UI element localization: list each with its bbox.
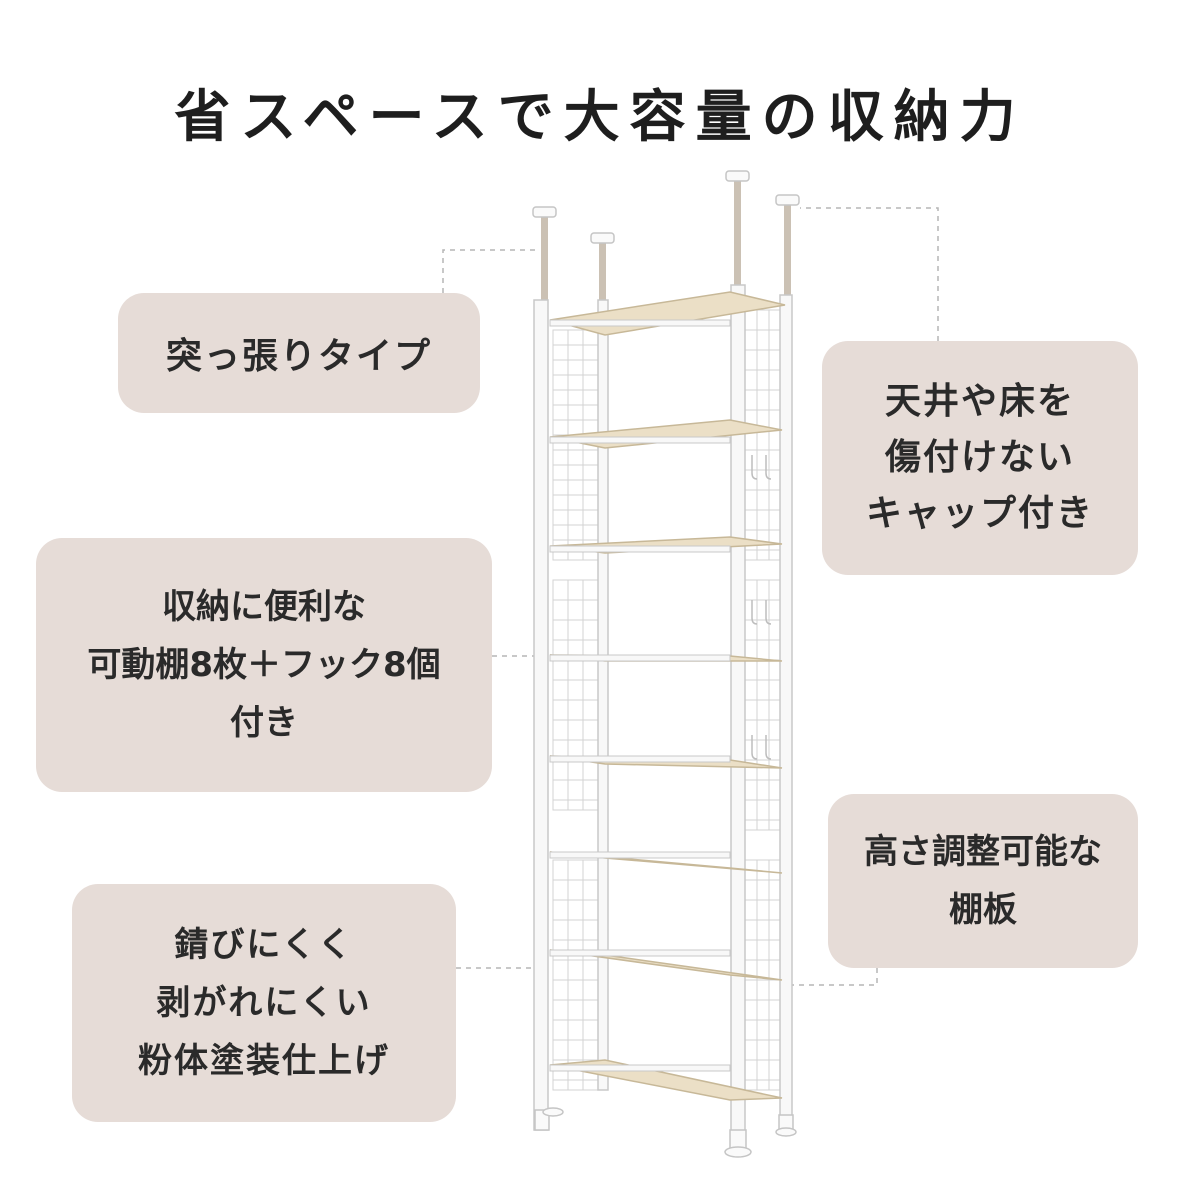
shelf-boards bbox=[549, 291, 786, 1101]
callout-adjustable-shelves: 高さ調整可能な 棚板 bbox=[828, 794, 1138, 968]
leader-adjustable bbox=[790, 968, 878, 986]
shelf-2 bbox=[549, 419, 783, 449]
callout-tension-type: 突っ張りタイプ bbox=[118, 293, 480, 413]
callout-line: 収納に便利な bbox=[162, 587, 366, 627]
frame-posts bbox=[533, 284, 793, 1136]
callout-protective-caps: 天井や床を 傷付けない キャップ付き bbox=[822, 341, 1138, 575]
leader-caps bbox=[800, 207, 939, 341]
tension-poles bbox=[541, 180, 791, 305]
pole-back-right bbox=[784, 203, 791, 295]
callout-leader-lines bbox=[442, 207, 939, 986]
ceiling-cap-icon bbox=[532, 170, 800, 244]
callout-line: 突っ張りタイプ bbox=[165, 336, 432, 377]
page-title: 省スペースで大容量の収納力 bbox=[174, 85, 1026, 150]
pole-back-left bbox=[599, 242, 606, 304]
callout-line: 棚板 bbox=[949, 890, 1017, 930]
shelf-1 bbox=[549, 291, 786, 336]
callout-line: 錆びにくく bbox=[174, 925, 354, 965]
callout-line: 剥がれにくい bbox=[156, 983, 372, 1023]
callout-line: キャップ付き bbox=[865, 493, 1094, 534]
callout-powder-coating: 錆びにくく 剥がれにくい 粉体塗装仕上げ bbox=[72, 884, 456, 1122]
pole-front-right bbox=[734, 180, 741, 290]
callout-line: 付き bbox=[230, 703, 298, 743]
floor-cap-icon bbox=[534, 1107, 797, 1158]
leader-tension bbox=[442, 249, 537, 293]
callout-line: 傷付けない bbox=[884, 437, 1075, 478]
callout-line: 粉体塗装仕上げ bbox=[138, 1041, 390, 1081]
callout-line: 高さ調整可能な bbox=[864, 832, 1102, 872]
hook-icon bbox=[751, 455, 772, 760]
pole-front-left bbox=[541, 215, 548, 305]
shelf-front-edges bbox=[549, 319, 731, 1072]
callout-line: 可動棚8枚＋フック8個 bbox=[87, 645, 441, 685]
callout-line: 天井や床を bbox=[884, 381, 1075, 422]
callout-shelves-and-hooks: 収納に便利な 可動棚8枚＋フック8個 付き bbox=[36, 538, 492, 792]
